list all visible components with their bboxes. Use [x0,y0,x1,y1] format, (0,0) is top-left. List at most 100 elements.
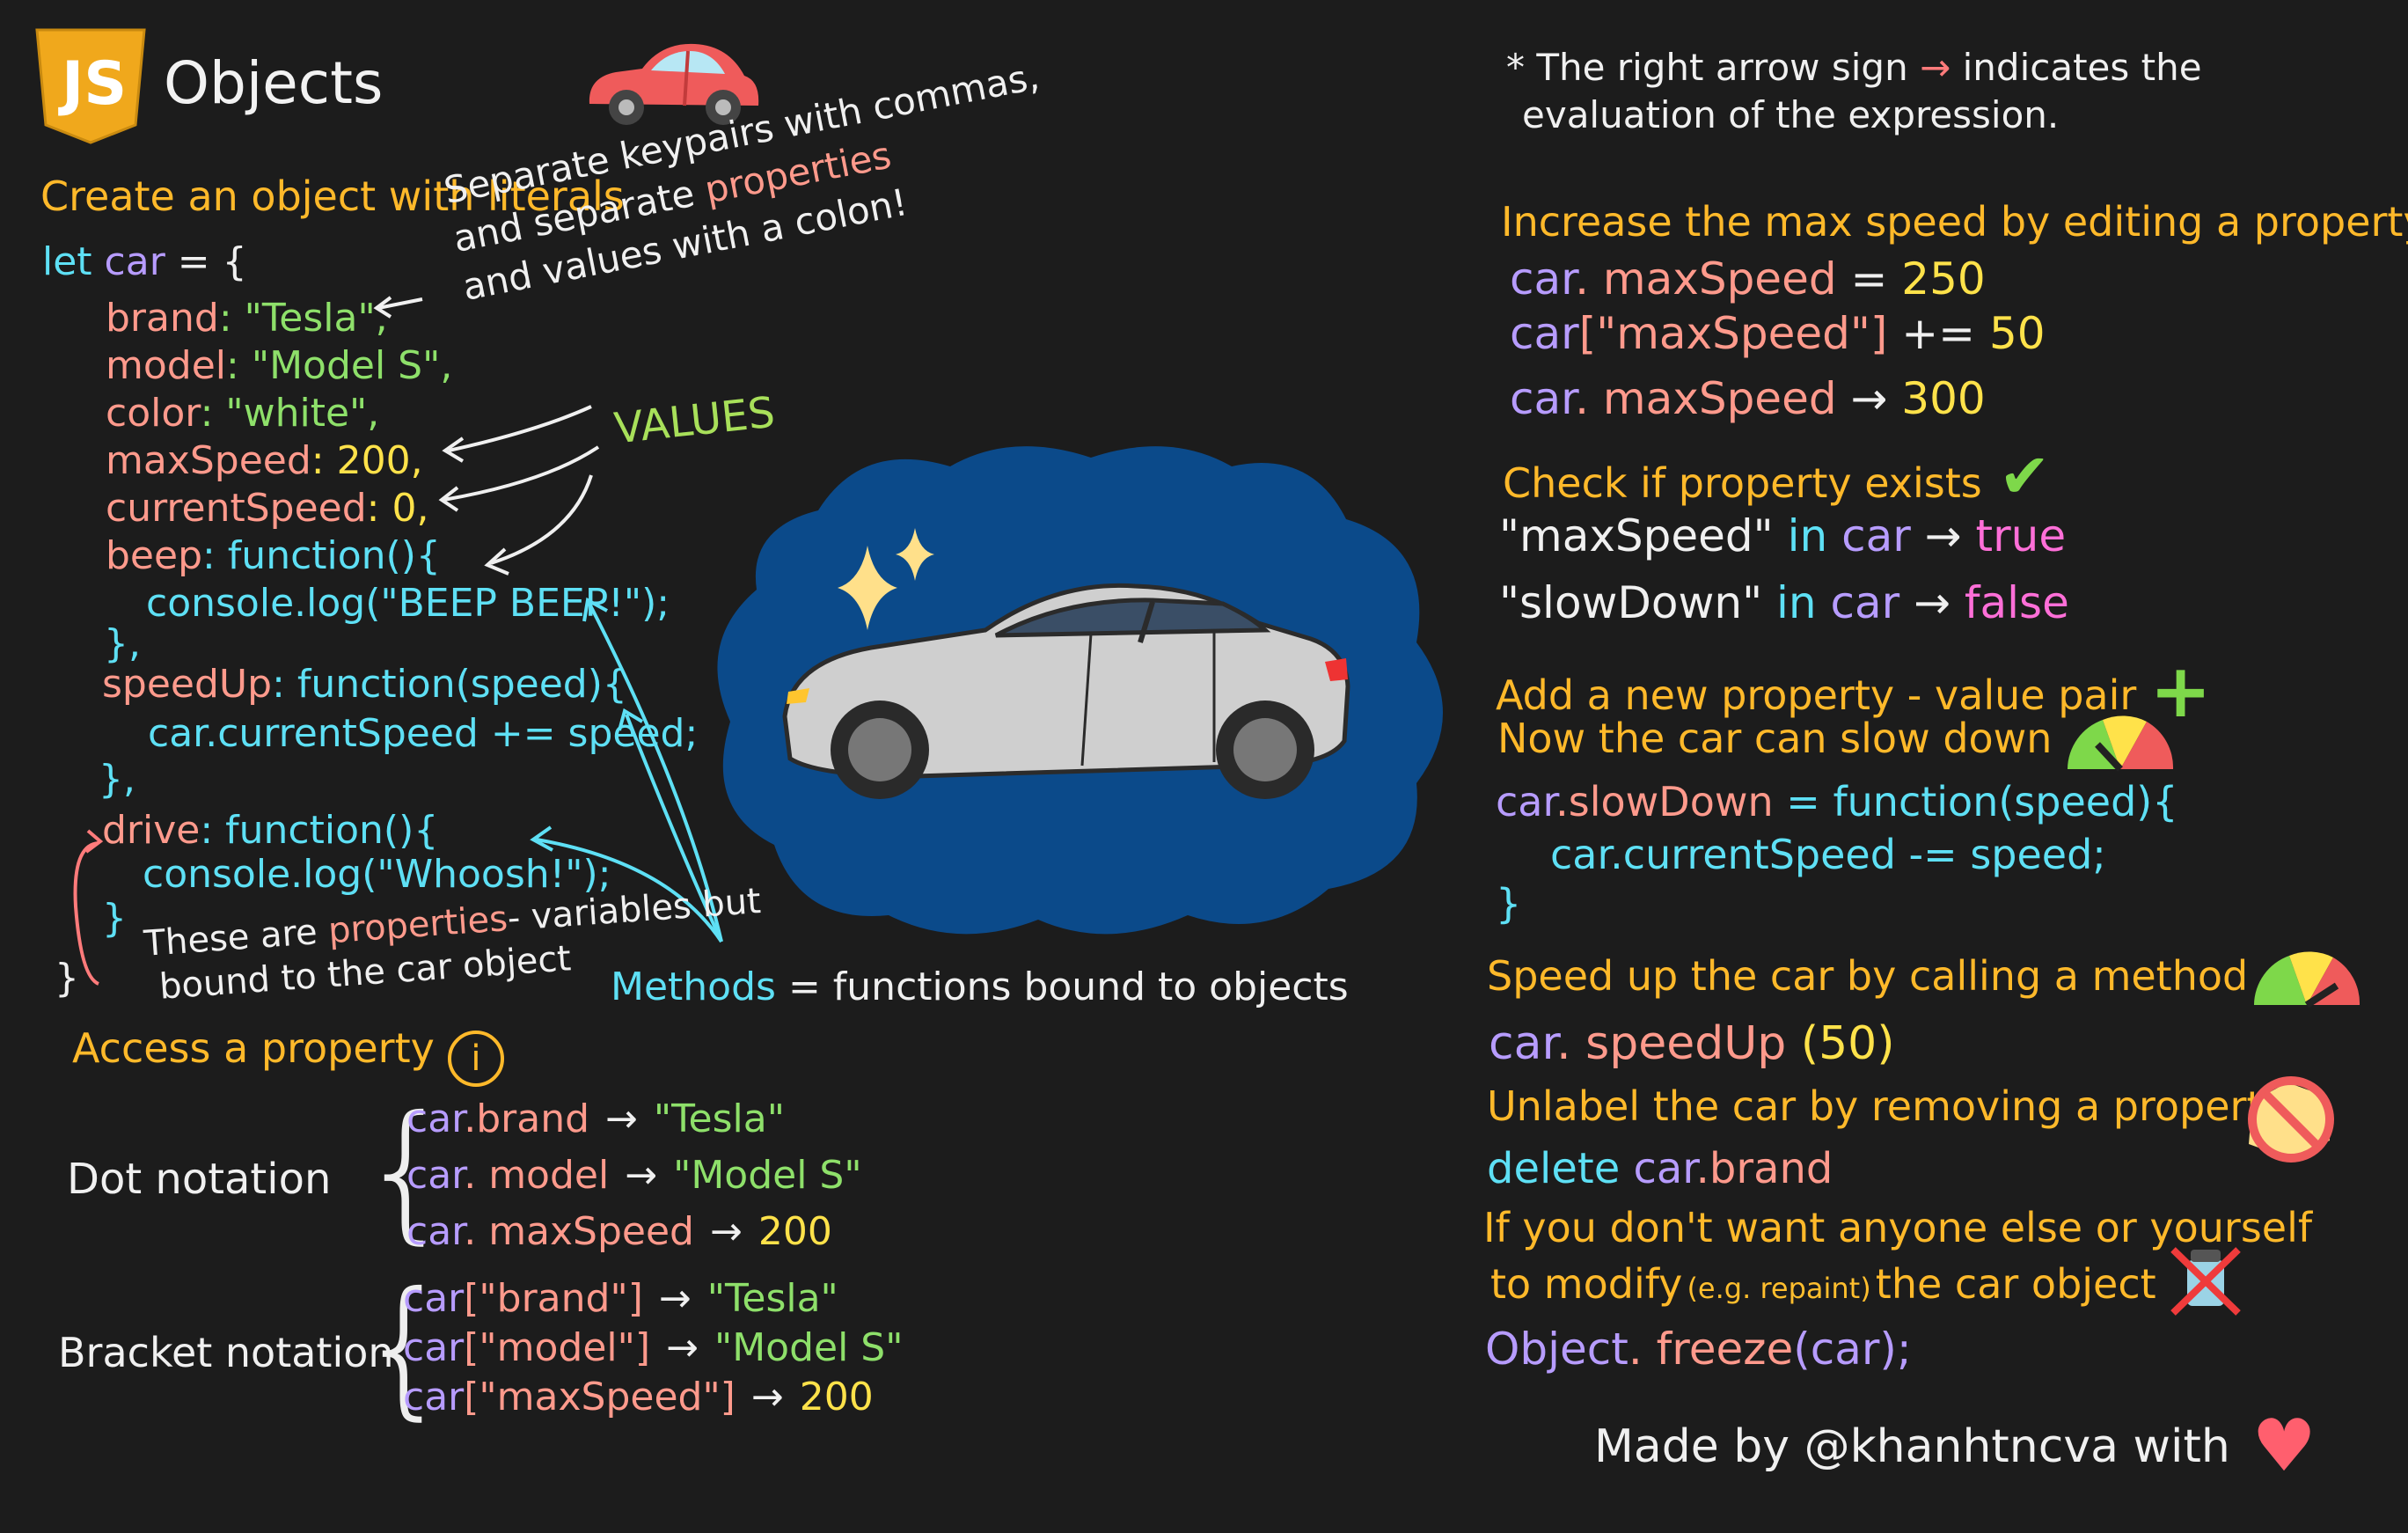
currentspeed-value: : 0, [366,486,429,531]
note-arrow: → [1920,46,1951,89]
inc3-op: → [1850,373,1888,424]
checkmark-icon: ✔ [1998,440,2051,512]
dot-row-arrow: → [625,1153,658,1198]
credit: Made by @khanhtncva with ♥ [1594,1405,2317,1488]
js-logo-text: JS [62,49,128,119]
tesla-car-illustration [717,446,1443,935]
freeze-object: Object [1485,1324,1629,1375]
methods-label: Methods [611,965,776,1009]
methods-note: Methods = functions bound to objects [611,965,1349,1009]
inc-line-1: car. maxSpeed = 250 [1510,253,1986,304]
inc3-obj: car [1510,373,1576,424]
brand-key: brand [106,296,219,341]
check2-arrow: → [1914,577,1951,628]
bracket-row: car["maxSpeed"] → 200 [403,1373,903,1422]
beep-key: beep [106,533,202,578]
check-heading-text: Check if property exists [1503,459,1982,507]
dot-row-arrow: → [605,1097,638,1141]
increase-heading-text: Increase the max speed by editing a prop… [1501,198,2408,246]
slowdown-code-1: car.slowDown = function(speed){ [1496,778,2177,825]
inc2-prop: ["maxSpeed"] [1578,308,1888,359]
freeze-heading-2a: to modify [1490,1260,1683,1308]
check2-result: false [1964,577,2069,628]
inc-line-2: car["maxSpeed"] += 50 [1510,308,2046,359]
red-car-icon [589,43,759,125]
slowdown-obj: car [1496,778,1556,825]
slowdown-code-2: car.currentSpeed -= speed; [1550,831,2106,878]
dot-row-obj: car [406,1209,465,1254]
brand-value: : "Tesla", [218,296,388,341]
currentspeed-key: currentSpeed [106,486,367,531]
plus-icon: + [2149,648,2212,734]
check2-key: "slowDown" [1499,577,1763,628]
speedometer-high-icon [2254,951,2360,1009]
arrow-note: * The right arrow sign → indicates the [1506,46,2202,89]
code-currentspeed-line: currentSpeed: 0, [106,486,428,531]
unlabel-heading: Unlabel the car by removing a property [1487,1082,2287,1130]
slow-heading-text: Now the car can slow down [1497,715,2053,762]
color-key: color [106,391,201,436]
dot-brace: { [359,1084,455,1258]
dot-row: car.brand → "Tesla" [406,1091,862,1148]
js-shield-icon [35,28,146,144]
info-icon: i [447,1030,504,1087]
slowdown-code-3: } [1496,880,1522,928]
maxspeed-value: : 200, [311,438,423,483]
inc2-obj: car [1510,308,1579,359]
code-beep-body: console.log("BEEP BEEP!"); [146,581,670,626]
speedup-method: . speedUp [1556,1017,1787,1070]
code-speedup-body: car.currentSpeed += speed; [148,711,699,756]
dot-row: car. model → "Model S" [406,1148,862,1204]
access-heading-text: Access a property [72,1024,435,1072]
dot-notation-label: Dot notation [67,1155,332,1204]
note-prefix: * The right arrow sign [1506,46,1908,89]
bracket-row: car["brand"] → "Tesla" [403,1274,903,1324]
freeze-code: Object. freeze(car); [1485,1324,1912,1375]
inc1-val: 250 [1901,253,1986,304]
code-maxspeed-line: maxSpeed: 200, [106,438,423,483]
speedup-heading-text: Speed up the car by calling a method [1487,952,2249,1000]
check1-key: "maxSpeed" [1499,510,1774,561]
speedup-key: speedUp [102,662,273,707]
slowdown-function: = function(speed){ [1786,778,2178,825]
bracket-row-result: "Model S" [714,1325,904,1370]
code-beep-line: beep: function(){ [106,533,441,578]
freeze-heading-1: If you don't want anyone else or yoursel… [1483,1204,2313,1251]
dot-row-result: 200 [758,1209,832,1254]
let-keyword: let [42,239,92,284]
dot-row-prop: . maxSpeed [464,1209,694,1254]
freeze-method: . freeze [1628,1324,1794,1375]
bracket-row-result: 200 [799,1375,874,1419]
check1-in: in [1787,510,1828,561]
code-color-line: color: "white", [106,391,379,436]
speedup-obj: car [1489,1017,1557,1070]
maxspeed-key: maxSpeed [106,438,311,483]
speedup-arg: (50) [1800,1017,1895,1070]
bracket-row-prop: ["model"] [464,1325,651,1370]
dot-row-obj: car [406,1097,465,1141]
code-drive-body: console.log("Whoosh!"); [143,852,611,897]
bracket-row: car["model"] → "Model S" [403,1324,903,1373]
dot-row-obj: car [406,1153,465,1198]
delete-code: delete car.brand [1487,1144,1833,1193]
add-heading: Add a new property - value pair + [1496,648,2212,734]
bracket-row-prop: ["maxSpeed"] [464,1375,736,1419]
inc2-op: += [1901,308,1976,359]
slow-heading: Now the car can slow down [1497,715,2052,762]
code-close-object: } [55,956,79,1001]
bracket-row-arrow: → [658,1276,692,1321]
delete-keyword: delete [1487,1144,1621,1193]
check-line-1: "maxSpeed" in car → true [1499,510,2066,561]
delete-prop: .brand [1695,1144,1833,1193]
dot-row-prop: . model [464,1153,610,1198]
check1-result: true [1975,510,2067,561]
freeze-heading-2: to modify (e.g. repaint) the car object [1490,1260,2156,1308]
code-close-beep: }, [104,621,141,666]
dot-row-result: "Model S" [673,1153,862,1198]
slowdown-prop: .slowDown [1555,778,1774,825]
bracket-row-prop: ["brand"] [464,1276,643,1321]
bracket-notation-label: Bracket notation [58,1329,394,1376]
credit-text: Made by @khanhtncva with [1594,1420,2230,1473]
speedometer-low-icon [2068,715,2174,772]
unlabel-heading-text: Unlabel the car by removing a property [1487,1082,2287,1130]
